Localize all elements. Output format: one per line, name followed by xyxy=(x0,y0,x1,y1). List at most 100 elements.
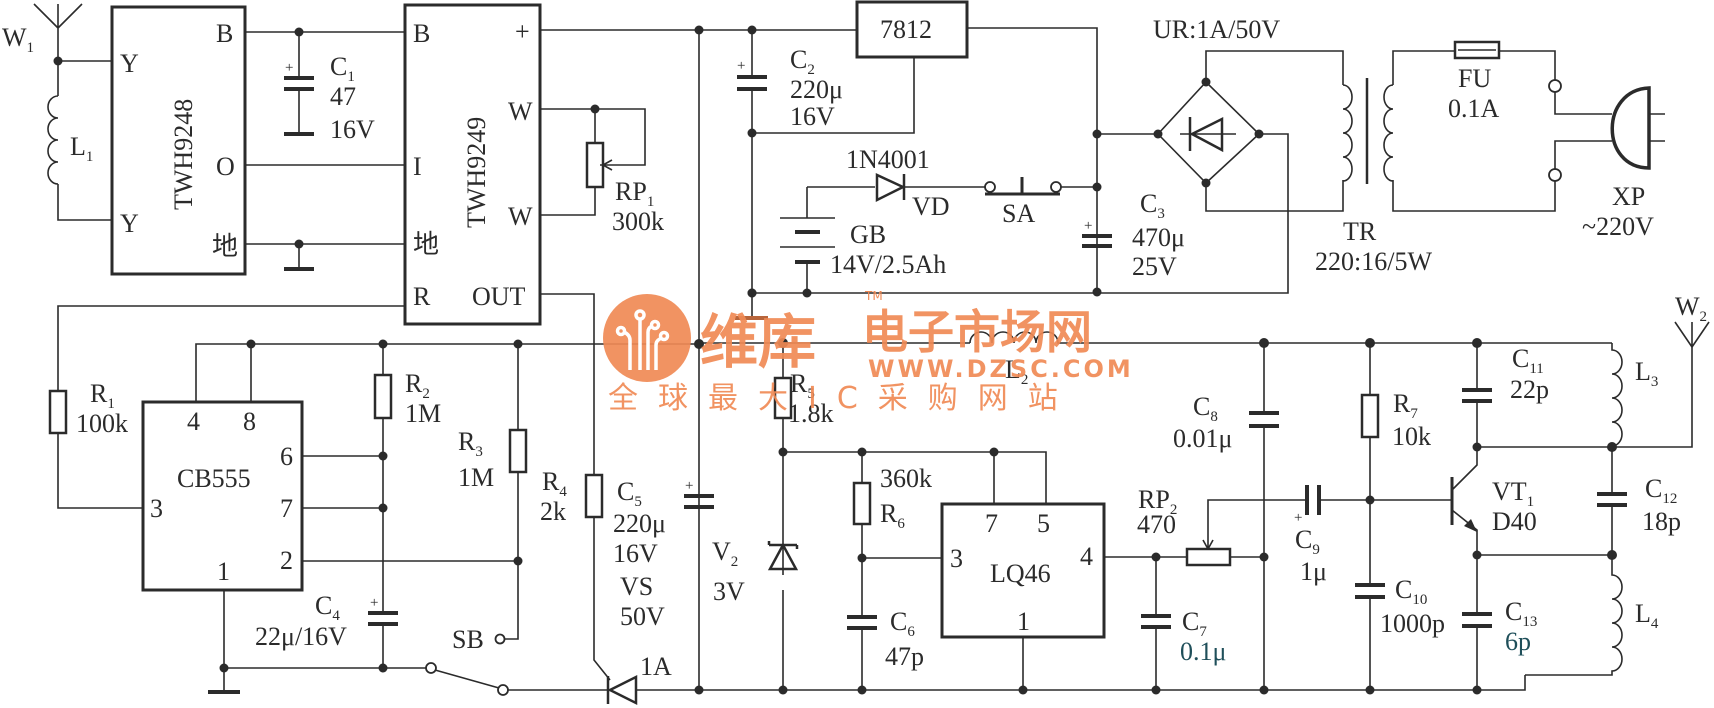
circuit-logo-icon xyxy=(615,309,670,370)
r5-label: R5 xyxy=(790,369,815,402)
regulator-7812: 7812 xyxy=(855,0,969,59)
rp2-label: RP2 xyxy=(1138,485,1177,518)
c1-value: 47 xyxy=(330,82,356,111)
rp2-value: 470 xyxy=(1137,510,1176,539)
pin-plus: + xyxy=(515,17,530,46)
c1-label: C1 xyxy=(330,52,355,85)
fu-label: FU xyxy=(1458,64,1491,93)
r5-value: 1.8k xyxy=(788,399,834,428)
resistor-r6: 360k R6 xyxy=(852,452,932,690)
ic-twh9248: Y Y B O 地 TWH9248 xyxy=(110,5,247,276)
vs-current: 1A xyxy=(640,652,672,681)
watermark-title: 电子市场网 xyxy=(862,305,1092,359)
pin-7: 7 xyxy=(985,509,998,538)
r7-label: R7 xyxy=(1393,389,1418,422)
battery-gb: GB 14V/2.5Ah xyxy=(780,187,946,293)
pin-6: 6 xyxy=(280,442,293,471)
junction xyxy=(378,663,388,673)
r2-label: R2 xyxy=(405,369,430,402)
resistor-r3: R3 1M xyxy=(458,344,528,640)
pin-out: OUT xyxy=(472,282,526,311)
pin-3: 3 xyxy=(950,544,963,573)
switch[interactable] xyxy=(425,662,509,696)
capacitor-c11: C11 22p xyxy=(1462,343,1549,447)
c9-value: 1μ xyxy=(1300,557,1327,586)
c5-value: 220μ xyxy=(613,509,666,538)
c3-value: 470μ xyxy=(1132,223,1185,252)
c13-value: 6p xyxy=(1505,627,1531,656)
ic-cb555: 4 8 6 7 3 2 1 CB555 xyxy=(141,400,304,592)
junction xyxy=(802,288,812,298)
v2-label: V2 xyxy=(712,537,738,570)
capacitor-c4: + C4 22μ/16V xyxy=(255,591,398,651)
vt1-part: D40 xyxy=(1492,507,1537,536)
watermark-url: WWW.DZSC.COM xyxy=(868,355,1134,383)
c7-label: C7 xyxy=(1182,607,1207,640)
pin-w1: W xyxy=(508,97,533,126)
c1-rating: 16V xyxy=(330,115,375,144)
tr-value: 220:16/5W xyxy=(1315,247,1432,276)
watermark-brand: 维库 xyxy=(700,308,816,376)
wire-bottom-rail xyxy=(508,675,1526,691)
pin-8: 8 xyxy=(243,407,256,436)
gb-value: 14V/2.5Ah xyxy=(830,250,946,279)
junction xyxy=(246,339,256,349)
xp-label: XP xyxy=(1612,182,1645,211)
junction xyxy=(1472,685,1482,695)
ic-name: LQ46 xyxy=(990,559,1051,588)
potentiometer-rp1: RP1 300k xyxy=(540,108,664,236)
c4-label: C4 xyxy=(315,591,340,624)
watermark: 维库 TM 电子市场网 WWW.DZSC.COM 全球最大IC采购网站 xyxy=(603,289,1134,416)
c3-rating: 25V xyxy=(1132,252,1177,281)
junction xyxy=(219,663,229,673)
diode-vd: 1N4001 VD xyxy=(807,145,985,221)
transistor-vt1: VT1 D40 xyxy=(1450,447,1537,555)
junction xyxy=(513,556,523,566)
wire-7812-gnd xyxy=(752,57,915,134)
r6-value: 360k xyxy=(880,464,932,493)
v2-value: 3V xyxy=(713,577,745,606)
wire-collector xyxy=(1477,347,1693,448)
r1-value: 100k xyxy=(76,409,128,438)
junction xyxy=(590,104,600,114)
pin-r: R xyxy=(413,282,431,311)
plus-sign: + xyxy=(737,58,745,74)
pin-4: 4 xyxy=(187,407,200,436)
ic-name: TWH9249 xyxy=(462,117,491,228)
wire-7812-out xyxy=(967,27,1098,292)
c12-label: C12 xyxy=(1645,474,1677,507)
c2-value: 220μ xyxy=(790,75,843,104)
switch-sa[interactable]: SA xyxy=(984,177,1097,228)
rp1-value: 300k xyxy=(612,207,664,236)
resistor-r5: R5 1.8k xyxy=(773,343,834,690)
watermark-tm: TM xyxy=(864,289,883,303)
junction xyxy=(378,451,388,461)
zener-v2: V2 3V xyxy=(712,537,799,606)
c6-value: 47p xyxy=(885,642,924,671)
c11-label: C11 xyxy=(1512,344,1544,377)
r3-label: R3 xyxy=(458,427,483,460)
c4-value: 22μ/16V xyxy=(255,622,347,651)
r2-value: 1M xyxy=(405,399,441,428)
inductor-l4: L4 xyxy=(1525,555,1659,676)
antenna-w2: W2 xyxy=(1674,292,1710,348)
button-sb[interactable]: SB xyxy=(452,625,506,654)
plus-sign: + xyxy=(370,595,378,611)
junction xyxy=(1092,287,1102,297)
junction xyxy=(1365,495,1375,505)
sa-label: SA xyxy=(1002,199,1035,228)
wire-gnd-rail xyxy=(752,133,1289,294)
capacitor-c10: C10 1000p xyxy=(1355,575,1445,638)
c5-label: C5 xyxy=(617,477,642,510)
w1-label: W1 xyxy=(2,23,34,56)
c11-value: 22p xyxy=(1510,375,1549,404)
ur-label: UR:1A/50V xyxy=(1153,15,1280,44)
capacitor-c12: C12 18p xyxy=(1597,447,1681,555)
c13-label: C13 xyxy=(1505,597,1537,630)
plug-xp: XP ~220V xyxy=(1548,79,1665,241)
ic-lq46: 7 5 3 4 1 LQ46 xyxy=(940,502,1106,639)
plus-sign: + xyxy=(685,478,693,494)
ic-name: TWH9248 xyxy=(169,99,198,210)
wire-out xyxy=(540,293,611,681)
